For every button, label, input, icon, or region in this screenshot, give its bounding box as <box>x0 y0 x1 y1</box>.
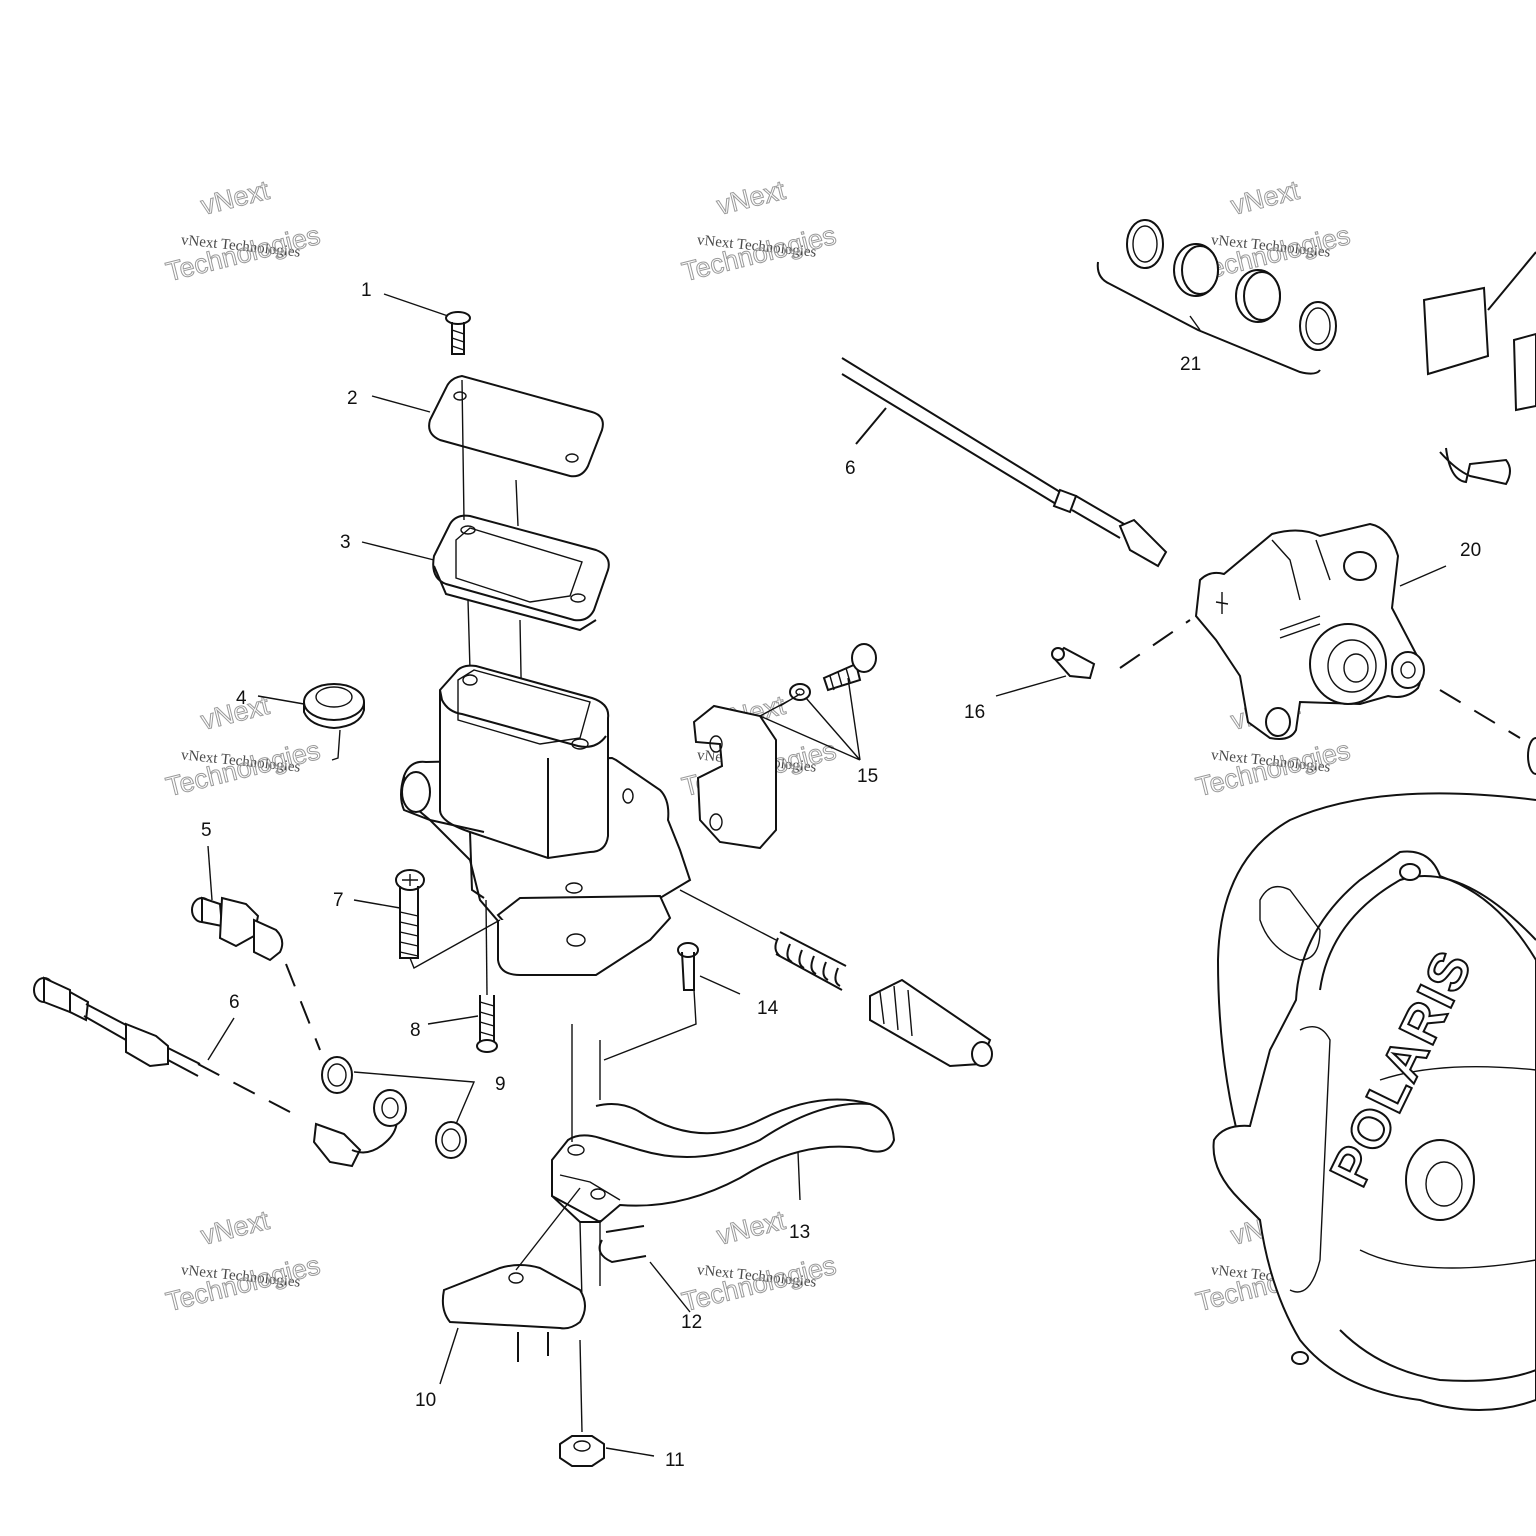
callout-1: 1 <box>361 280 372 301</box>
part-1-screw <box>445 311 471 355</box>
svg-text:Technologies: Technologies <box>163 220 323 287</box>
callout-7: 7 <box>333 890 344 911</box>
callout-labels: 1 2 3 4 5 6 6 7 8 9 10 11 12 13 14 15 16… <box>201 280 1481 1471</box>
callout-6-left: 6 <box>229 992 240 1013</box>
chaincase-cover: POLARIS <box>1212 792 1536 1411</box>
part-6-brake-line-left <box>33 976 407 1168</box>
spring-and-piston <box>774 931 993 1068</box>
callout-5: 5 <box>201 820 212 841</box>
callout-21: 21 <box>1180 354 1201 375</box>
part-2-reservoir-cover <box>428 374 604 478</box>
watermark: vNext Technologies vNext Technologies <box>162 1204 323 1317</box>
part-20-caliper <box>1194 522 1425 740</box>
part-14-pin <box>677 942 699 991</box>
guide-line <box>461 379 523 731</box>
svg-text:Technologies: Technologies <box>163 735 323 802</box>
part-4-washer <box>303 683 365 730</box>
svg-text:Technologies: Technologies <box>679 1250 839 1317</box>
callout-15: 15 <box>857 766 878 787</box>
svg-text:Technologies: Technologies <box>1193 735 1353 802</box>
svg-text:vNext: vNext <box>714 175 789 221</box>
callout-12: 12 <box>681 1312 702 1333</box>
callout-20: 20 <box>1460 540 1481 561</box>
callout-10: 10 <box>415 1390 436 1411</box>
leader-lines <box>207 293 1447 1457</box>
callout-8: 8 <box>410 1020 421 1041</box>
part-13-brake-lever <box>551 1098 896 1223</box>
part-21-piston-kit <box>1096 219 1337 375</box>
callout-11: 11 <box>665 1450 685 1471</box>
master-cylinder-body <box>400 664 692 976</box>
part-7-bolt <box>395 869 425 959</box>
part-6-brake-line-right <box>841 357 1168 568</box>
brake-pads <box>1422 251 1536 486</box>
svg-text:vNext: vNext <box>714 1205 789 1251</box>
svg-text:vNext: vNext <box>198 1205 273 1251</box>
part-10-lever-block <box>441 1264 586 1362</box>
part-9-washers <box>321 1056 467 1159</box>
callout-6-right: 6 <box>845 458 856 479</box>
callout-4: 4 <box>236 688 247 709</box>
part-5-fitting <box>191 896 284 962</box>
part-11-nut <box>559 1435 605 1467</box>
part-15-clamp <box>692 643 877 850</box>
rotor-edge <box>1527 737 1536 775</box>
part-16-bleeder <box>1051 646 1096 680</box>
callout-9: 9 <box>495 1074 506 1095</box>
callout-13: 13 <box>789 1222 810 1243</box>
svg-text:Technologies: Technologies <box>679 220 839 287</box>
part-3-diaphragm <box>432 514 610 632</box>
callout-3: 3 <box>340 532 351 553</box>
watermark: vNext Technologies vNext Technologies <box>678 174 839 287</box>
callout-14: 14 <box>757 998 779 1019</box>
watermark: vNext Technologies vNext Technologies <box>162 174 323 287</box>
watermark: vNext Technologies vNext Technologies <box>678 1204 839 1317</box>
svg-text:Technologies: Technologies <box>163 1250 323 1317</box>
svg-text:vNext: vNext <box>1228 175 1303 221</box>
callout-2: 2 <box>347 388 358 409</box>
callout-16: 16 <box>964 702 985 723</box>
svg-text:vNext: vNext <box>198 175 273 221</box>
part-8-screw <box>476 995 498 1053</box>
part-12-spring <box>598 1225 647 1264</box>
